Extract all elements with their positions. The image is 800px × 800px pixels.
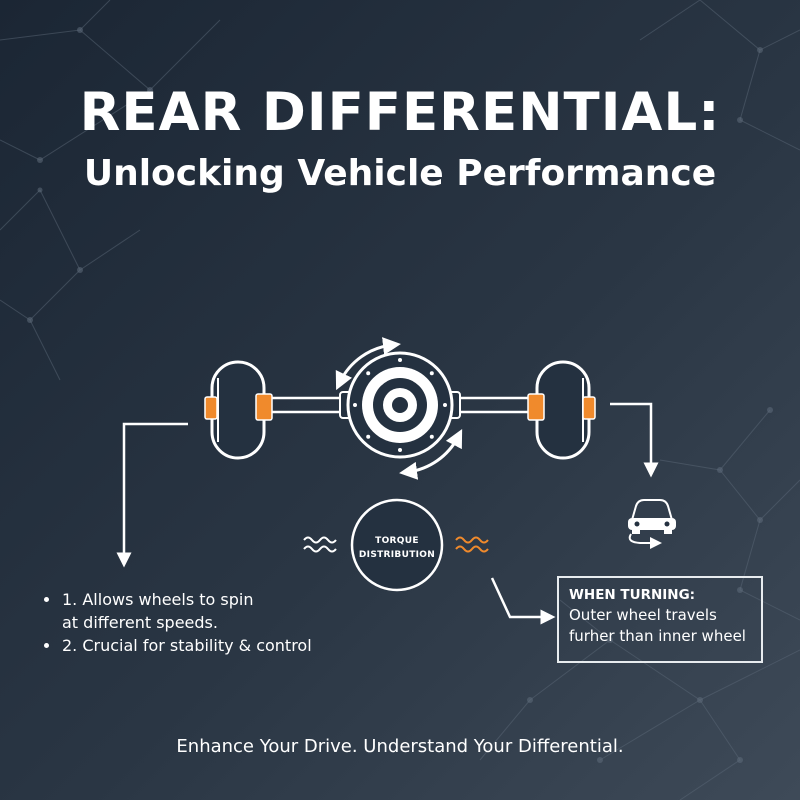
benefit-item-1: 1. Allows wheels to spin [42, 588, 312, 611]
differential-gear-icon [339, 351, 461, 459]
turning-connector-arrow [490, 577, 556, 625]
right-connector-arrow [610, 402, 659, 478]
torque-distribution-circle [350, 498, 444, 592]
when-turning-heading: WHEN TURNING: [569, 587, 696, 603]
left-connector-arrow [116, 422, 188, 568]
axle-shaft [270, 396, 530, 414]
torque-distribution-label: TORQUE DISTRIBUTION [358, 536, 436, 560]
wave-icon [303, 536, 337, 553]
right-wheel-icon [527, 360, 596, 460]
title-heading: REAR DIFFERENTIAL: [79, 82, 721, 143]
when-turning-text: Outer wheel travels furher than inner wh… [569, 605, 751, 647]
benefit-item-1-continuation: at different speeds. [62, 613, 218, 632]
when-turning-box: WHEN TURNING: Outer wheel travels furher… [557, 576, 763, 663]
when-turning-line-1: Outer wheel travels [569, 606, 717, 624]
title-subheading: Unlocking Vehicle Performance [83, 153, 717, 194]
benefit-item-2: 2. Crucial for stability & control [42, 634, 312, 657]
benefits-list: 1. Allows wheels to spin at different sp… [42, 588, 312, 657]
rotation-arrow-icon [399, 429, 463, 480]
left-wheel-icon [204, 360, 273, 460]
rotation-arrow-icon [335, 337, 401, 391]
wave-icon [455, 536, 489, 553]
when-turning-line-2: furher than inner wheel [569, 627, 746, 645]
car-icon [628, 499, 676, 549]
tagline: Enhance Your Drive. Understand Your Diff… [176, 736, 624, 757]
